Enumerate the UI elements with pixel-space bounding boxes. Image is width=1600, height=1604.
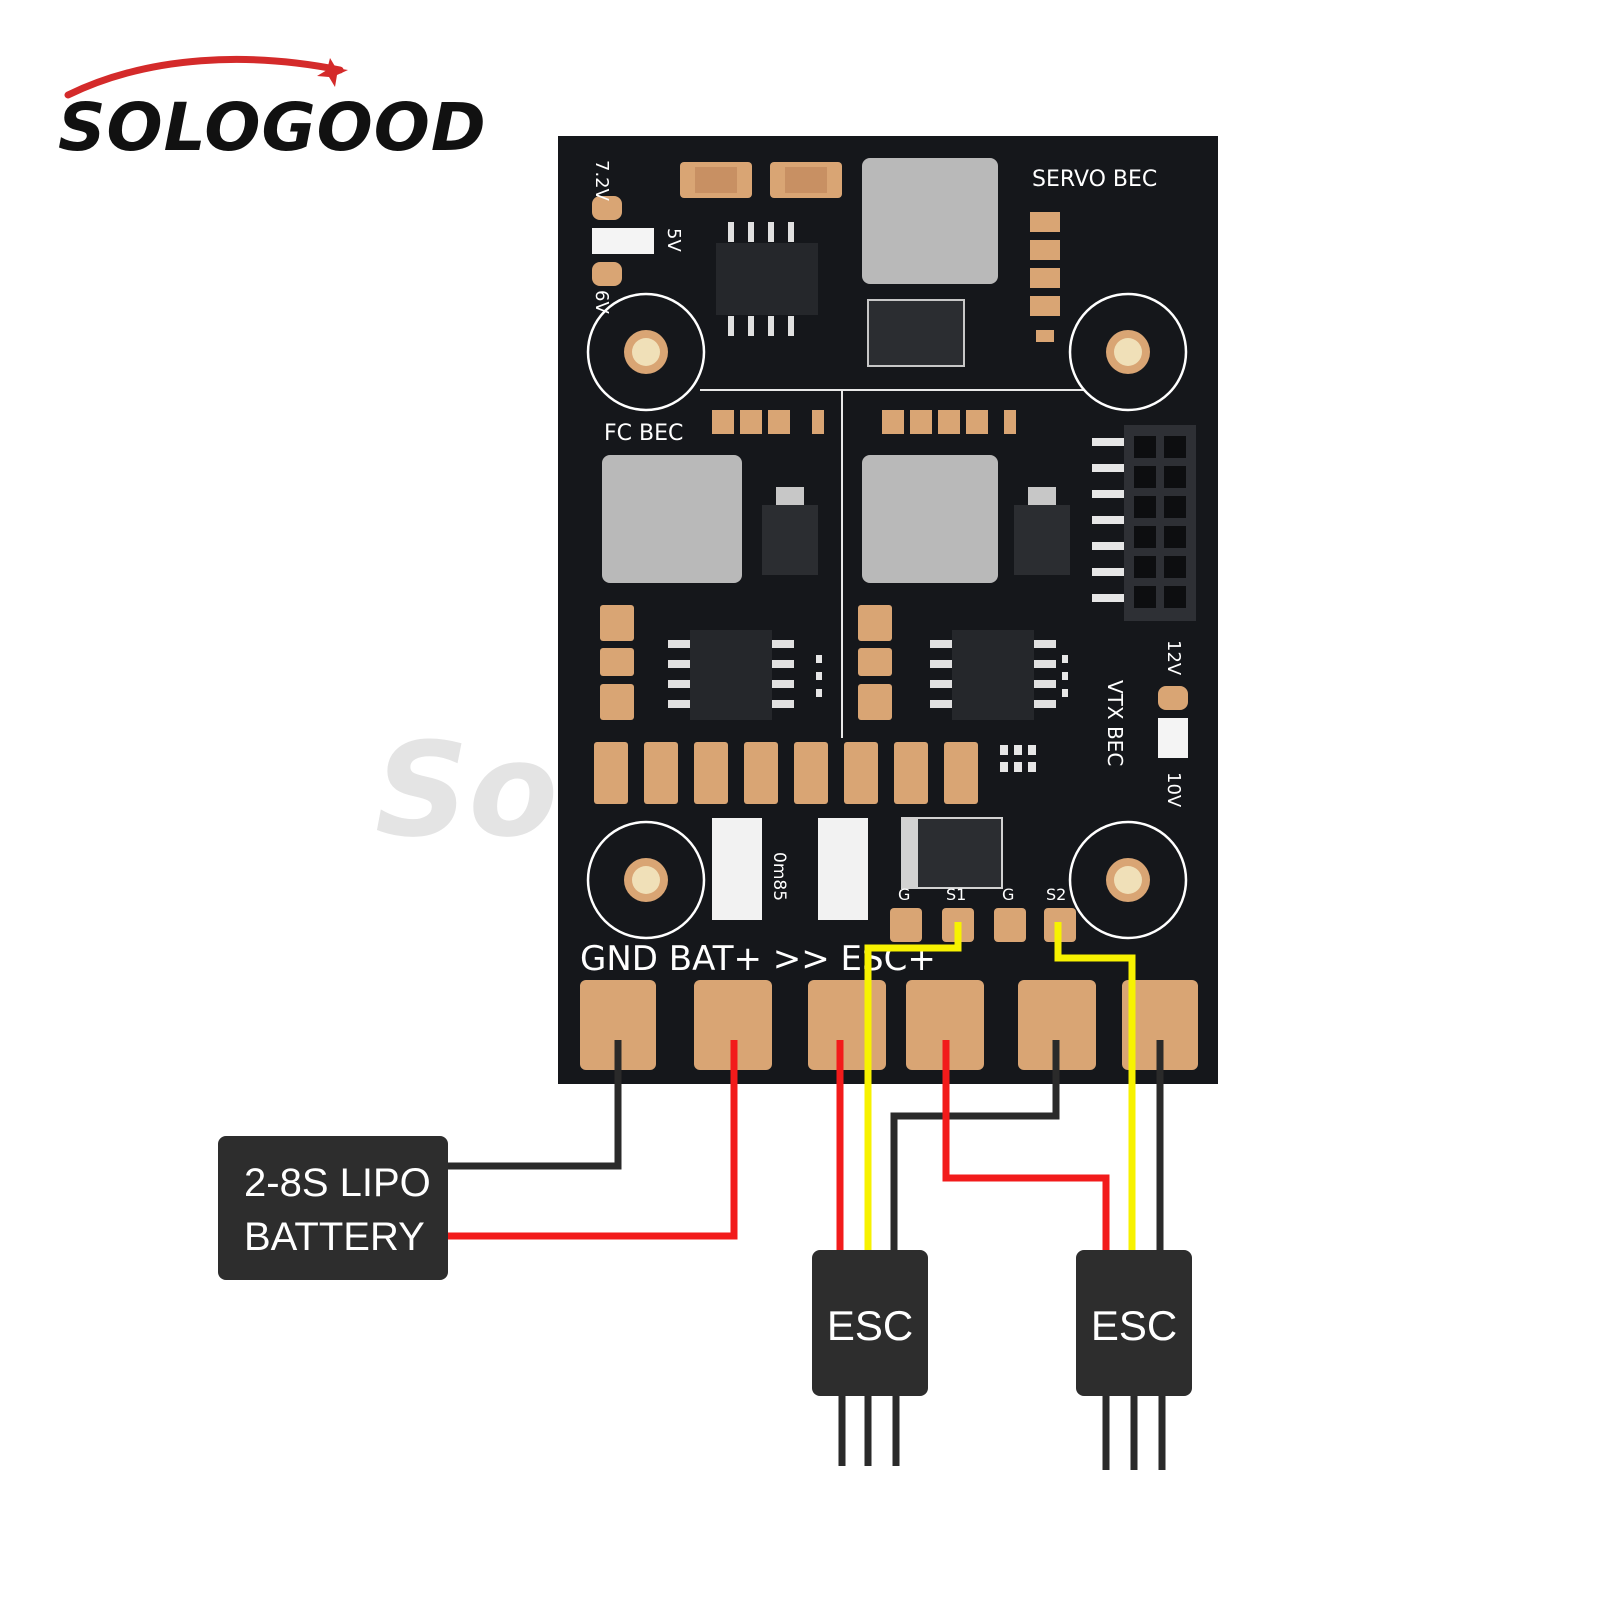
esc-right-leads bbox=[1102, 1396, 1166, 1470]
wire-esc2-signal bbox=[1054, 922, 1136, 1250]
servo-inductor bbox=[862, 158, 998, 284]
bottom-diode bbox=[901, 817, 1003, 889]
label-shunt-value: 0m85 bbox=[769, 852, 789, 901]
esc-right: ESC bbox=[1076, 1250, 1192, 1470]
voltage-select-pads-servo bbox=[592, 196, 654, 286]
small-smd-cluster bbox=[816, 655, 1068, 772]
mount-hole-top-right bbox=[1068, 292, 1188, 412]
pad-gnd bbox=[580, 980, 656, 1070]
label-10v: 10V bbox=[1163, 772, 1184, 808]
battery-label-line1: 2-8S LIPO bbox=[244, 1161, 431, 1205]
silk-dividers bbox=[700, 389, 1085, 738]
label-vtx-bec: VTX BEC bbox=[1103, 680, 1127, 766]
wire-esc1-gnd bbox=[890, 1040, 1060, 1250]
top-capacitors bbox=[680, 162, 842, 198]
label-pad-s1: S1 bbox=[946, 885, 966, 904]
wire-esc2-positive bbox=[942, 1040, 1110, 1250]
servo-ic bbox=[716, 243, 818, 315]
pad-esc1-plus bbox=[808, 980, 886, 1070]
fc-bec-pads bbox=[712, 410, 824, 434]
pad-esc1-gnd bbox=[1018, 980, 1096, 1070]
label-fc-bec: FC BEC bbox=[604, 421, 683, 446]
logo-star-icon bbox=[317, 58, 348, 87]
vtx-inductor bbox=[862, 455, 998, 583]
pad-bat-plus bbox=[694, 980, 772, 1070]
servo-diode bbox=[867, 299, 965, 367]
vtx-bec-pads bbox=[882, 410, 1016, 434]
label-6v: 6V bbox=[591, 290, 612, 314]
esc-left-leads bbox=[838, 1396, 900, 1466]
wire-battery-positive bbox=[446, 1040, 738, 1240]
fc-diode bbox=[762, 487, 818, 575]
mount-hole-top-left bbox=[586, 292, 706, 412]
label-servo-bec: SERVO BEC bbox=[1032, 167, 1157, 192]
fc-ic bbox=[668, 630, 794, 720]
label-pad-s2: S2 bbox=[1046, 885, 1066, 904]
pad-esc2-gnd bbox=[1122, 980, 1198, 1070]
servo-ic-pins bbox=[728, 222, 794, 336]
label-12v: 12V bbox=[1163, 640, 1184, 676]
fc-inductor bbox=[602, 455, 742, 583]
wires bbox=[446, 922, 1164, 1250]
pcb-board: 7.2V 5V 6V SERVO BEC FC BEC VTX BEC 12V … bbox=[558, 136, 1218, 1084]
pad-esc2-plus bbox=[906, 980, 984, 1070]
label-pad-g1: G bbox=[898, 885, 910, 904]
vtx-side-capacitors bbox=[858, 605, 892, 720]
esc-left-label: ESC bbox=[827, 1302, 913, 1349]
wire-battery-gnd bbox=[446, 1040, 622, 1170]
label-5v: 5V bbox=[663, 228, 684, 252]
battery-label-line2: BATTERY bbox=[244, 1215, 425, 1259]
mount-hole-bottom-right bbox=[1068, 820, 1188, 940]
sologood-logo: SOLOGOOD bbox=[58, 55, 487, 166]
label-7v2: 7.2V bbox=[591, 160, 612, 202]
wire-esc1-signal bbox=[864, 922, 962, 1250]
battery-box: 2-8S LIPO BATTERY bbox=[218, 1136, 448, 1280]
pad-g2 bbox=[994, 908, 1026, 942]
logo-swoosh bbox=[64, 55, 344, 99]
esc-left: ESC bbox=[812, 1250, 928, 1466]
esc-right-label: ESC bbox=[1091, 1302, 1177, 1349]
fc-side-capacitors bbox=[600, 605, 634, 720]
mount-hole-bottom-left bbox=[586, 820, 706, 940]
capacitor-bank bbox=[594, 742, 978, 804]
vtx-ic bbox=[930, 630, 1056, 720]
shunt-resistor-left bbox=[712, 818, 762, 920]
servo-smd-column bbox=[1030, 212, 1060, 342]
shunt-resistor-right bbox=[818, 818, 868, 920]
pad-g1 bbox=[890, 908, 922, 942]
logo-text: SOLOGOOD bbox=[58, 89, 487, 166]
label-pad-g2: G bbox=[1002, 885, 1014, 904]
voltage-select-pads-vtx bbox=[1158, 686, 1188, 758]
vtx-diode bbox=[1014, 487, 1070, 575]
vtx-connector bbox=[1092, 425, 1196, 621]
